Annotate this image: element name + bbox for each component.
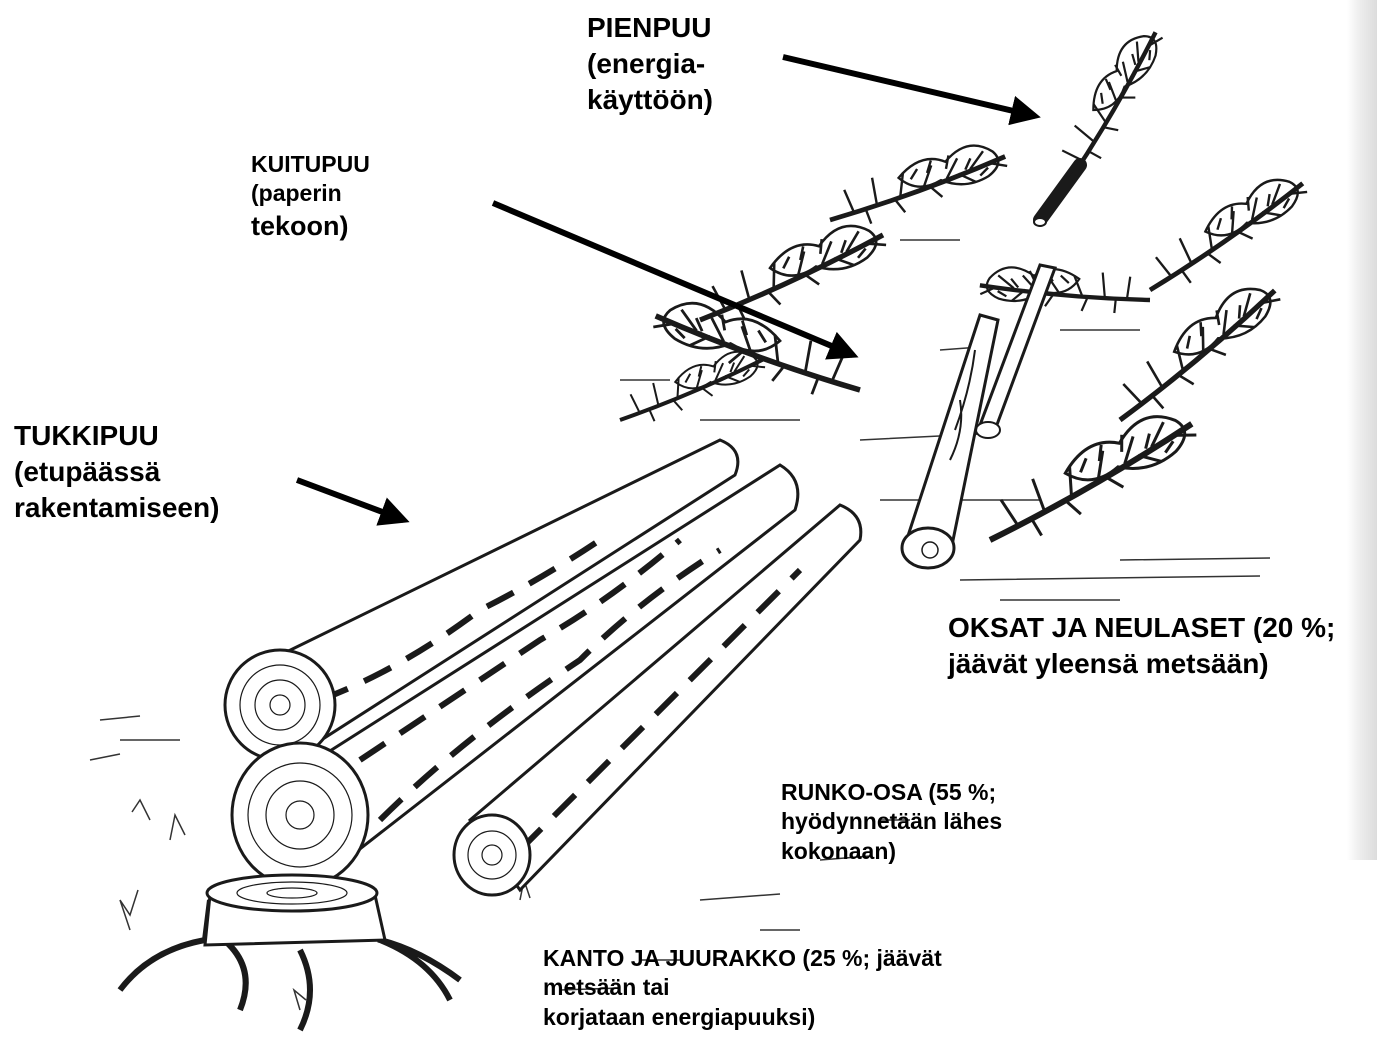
label-runko-line1: RUNKO-OSA (55 %;: [781, 778, 1002, 807]
label-kuitupuu-line3: tekoon): [251, 209, 370, 244]
label-pienpuu-line3: käyttöön): [587, 82, 713, 118]
label-kanto-line3: korjataan energiapuuksi): [543, 1003, 942, 1032]
label-oksat-line2: jäävät yleensä metsään): [948, 646, 1335, 682]
label-kuitupuu: KUITUPUU (paperin tekoon): [251, 150, 370, 243]
label-pienpuu-title: PIENPUU: [587, 10, 713, 46]
arrow-tukkipuu: [297, 480, 404, 520]
stump-and-roots: [120, 875, 460, 1030]
label-kuitupuu-title: KUITUPUU: [251, 150, 370, 179]
small-branch-pienpuu: [1030, 23, 1192, 226]
label-runko: RUNKO-OSA (55 %; hyödynnetään lähes koko…: [781, 778, 1002, 866]
label-kanto-line2: metsään tai: [543, 973, 942, 1002]
label-tukkipuu-line2: (etupäässä: [14, 454, 219, 490]
label-oksat-line1: OKSAT JA NEULASET (20 %;: [948, 610, 1335, 646]
label-kuitupuu-line2: (paperin: [251, 179, 370, 208]
label-kanto: KANTO JA JUURAKKO (25 %; jäävät metsään …: [543, 944, 942, 1032]
label-kanto-line1: KANTO JA JUURAKKO (25 %; jäävät: [543, 944, 942, 973]
label-arrows: [297, 57, 1035, 520]
label-tukkipuu-title: TUKKIPUU: [14, 418, 219, 454]
label-tukkipuu: TUKKIPUU (etupäässä rakentamiseen): [14, 418, 219, 525]
label-pienpuu: PIENPUU (energia- käyttöön): [587, 10, 713, 117]
label-runko-line2: hyödynnetään lähes: [781, 807, 1002, 836]
label-tukkipuu-line3: rakentamiseen): [14, 490, 219, 526]
big-logs-tukkipuu: [225, 440, 861, 895]
branches-needles: [613, 143, 1323, 549]
pulpwood-logs: [902, 265, 1055, 568]
label-pienpuu-line2: (energia-: [587, 46, 713, 82]
scan-edge: [1347, 0, 1377, 860]
label-oksat: OKSAT JA NEULASET (20 %; jäävät yleensä …: [948, 610, 1335, 682]
arrow-pienpuu: [783, 57, 1035, 116]
label-runko-line3: kokonaan): [781, 837, 1002, 866]
